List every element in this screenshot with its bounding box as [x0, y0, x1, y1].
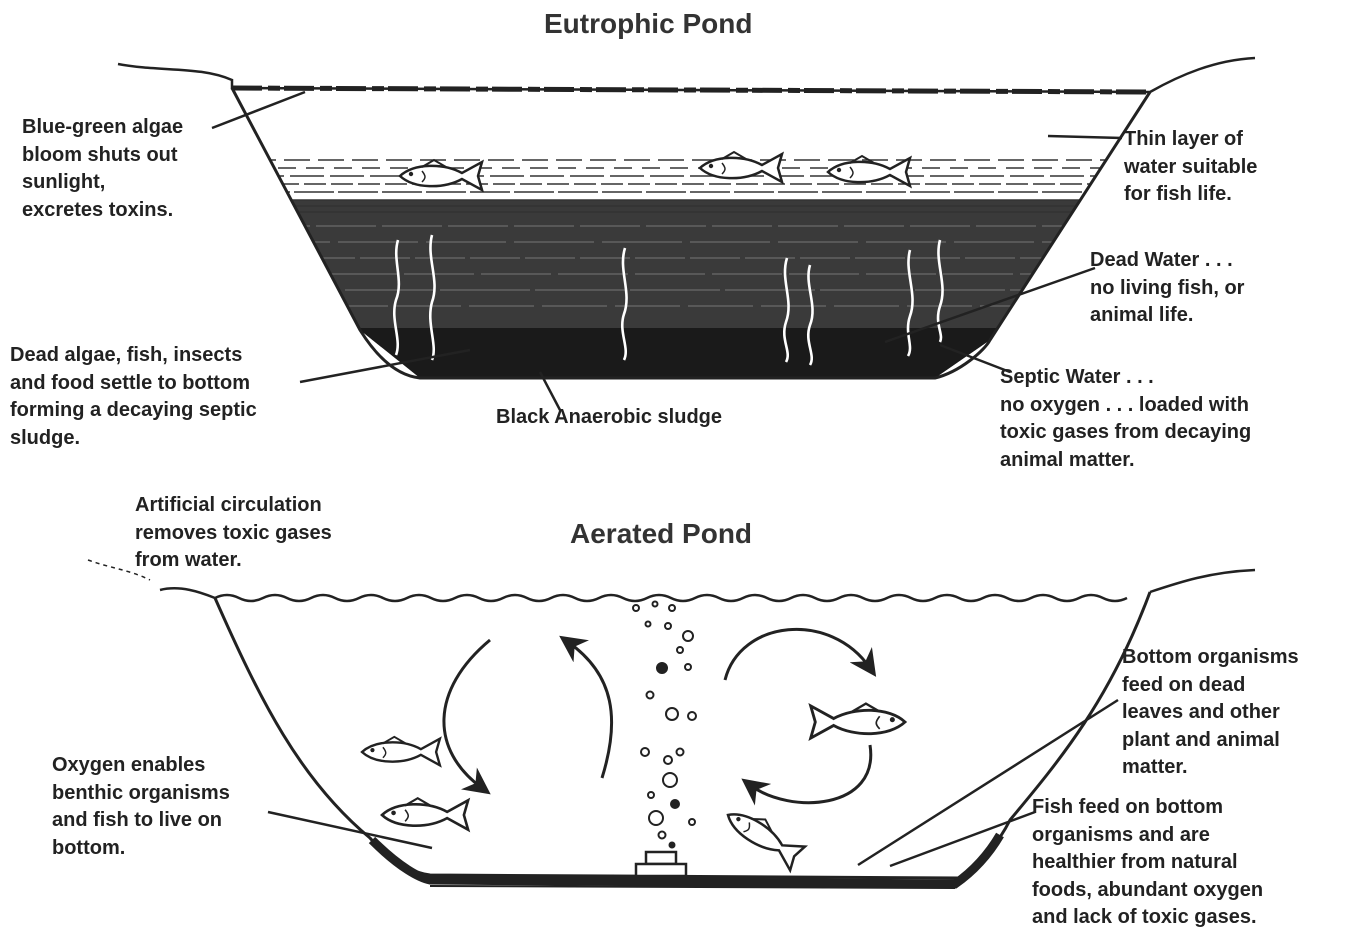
label-line: benthic organisms	[52, 780, 230, 808]
fish-icon	[811, 704, 905, 739]
aerated-pond-title: Aerated Pond	[570, 518, 752, 550]
label-line: Dead algae, fish, insects	[10, 342, 257, 370]
fish-icon	[400, 160, 482, 190]
circulation-arrow-icon	[444, 629, 871, 802]
label-line: matter.	[1122, 754, 1299, 782]
label-line: and food settle to bottom	[10, 370, 257, 398]
label-line: and lack of toxic gases.	[1032, 904, 1263, 932]
label-oxygen-benthic: Oxygen enables benthic organisms and fis…	[52, 752, 230, 862]
label-line: removes toxic gases	[135, 520, 332, 548]
label-line: for fish life.	[1124, 181, 1257, 209]
label-line: Dead Water . . .	[1090, 247, 1244, 275]
eutrophic-pond-title: Eutrophic Pond	[544, 8, 752, 40]
label-line: animal matter.	[1000, 447, 1251, 475]
bubble-icon	[633, 602, 696, 848]
label-line: Septic Water . . .	[1000, 364, 1251, 392]
label-line: Black Anaerobic sludge	[496, 404, 722, 432]
label-artificial-circulation: Artificial circulation removes toxic gas…	[135, 492, 332, 575]
label-line: sunlight,	[22, 169, 183, 197]
label-line: animal life.	[1090, 302, 1244, 330]
label-line: organisms and are	[1032, 822, 1263, 850]
label-line: Artificial circulation	[135, 492, 332, 520]
label-anaerobic-sludge: Black Anaerobic sludge	[496, 404, 722, 432]
label-line: sludge.	[10, 425, 257, 453]
label-line: Bottom organisms	[1122, 644, 1299, 672]
label-line: plant and animal	[1122, 727, 1299, 755]
label-line: Blue-green algae	[22, 114, 183, 142]
aerator-icon	[636, 852, 686, 876]
label-line: no living fish, or	[1090, 275, 1244, 303]
label-line: healthier from natural	[1032, 849, 1263, 877]
label-line: forming a decaying septic	[10, 397, 257, 425]
label-septic-water: Septic Water . . . no oxygen . . . loade…	[1000, 364, 1251, 474]
label-line: from water.	[135, 547, 332, 575]
label-line: bloom shuts out	[22, 142, 183, 170]
label-line: feed on dead	[1122, 672, 1299, 700]
label-line: toxic gases from decaying	[1000, 419, 1251, 447]
label-fish-feed: Fish feed on bottom organisms and are he…	[1032, 794, 1263, 932]
label-line: Oxygen enables	[52, 752, 230, 780]
label-line: leaves and other	[1122, 699, 1299, 727]
label-bottom-organisms: Bottom organisms feed on dead leaves and…	[1122, 644, 1299, 782]
label-line: bottom.	[52, 835, 230, 863]
leader-lines-bottom	[268, 700, 1118, 866]
label-line: Thin layer of	[1124, 126, 1257, 154]
label-algae-bloom: Blue-green algae bloom shuts out sunligh…	[22, 114, 183, 224]
label-line: Fish feed on bottom	[1032, 794, 1263, 822]
label-thin-layer: Thin layer of water suitable for fish li…	[1124, 126, 1257, 209]
label-line: and fish to live on	[52, 807, 230, 835]
fish-icon	[382, 798, 468, 830]
label-dead-water: Dead Water . . . no living fish, or anim…	[1090, 247, 1244, 330]
fish-icon	[721, 801, 806, 870]
label-dead-algae: Dead algae, fish, insects and food settl…	[10, 342, 257, 452]
eutrophic-pond	[118, 58, 1255, 410]
label-line: water suitable	[1124, 154, 1257, 182]
water-surface	[215, 595, 1127, 601]
label-line: no oxygen . . . loaded with	[1000, 392, 1251, 420]
fish-icon	[700, 152, 782, 182]
fish-icon	[362, 737, 440, 766]
label-line: excretes toxins.	[22, 197, 183, 225]
label-line: foods, abundant oxygen	[1032, 877, 1263, 905]
